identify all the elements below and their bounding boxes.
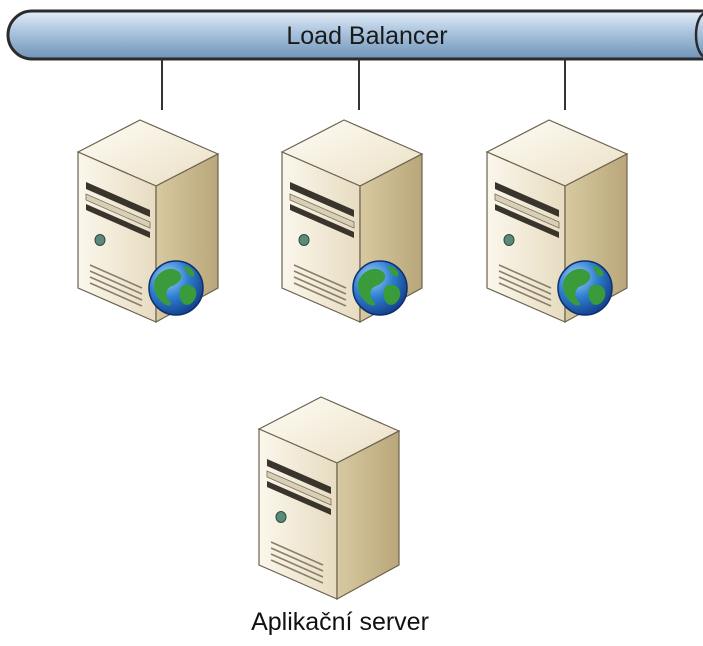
web-server-icon [77,119,219,323]
load-balancer: Load Balancer [6,9,703,61]
app-server-icon [258,396,400,600]
globe-icon [148,260,204,316]
app-server-label: Aplikační server [251,608,429,636]
web-server-icon [486,119,628,323]
globe-icon [557,260,613,316]
web-server-icon [281,119,423,323]
globe-icon [352,260,408,316]
load-balancer-label: Load Balancer [286,22,447,50]
